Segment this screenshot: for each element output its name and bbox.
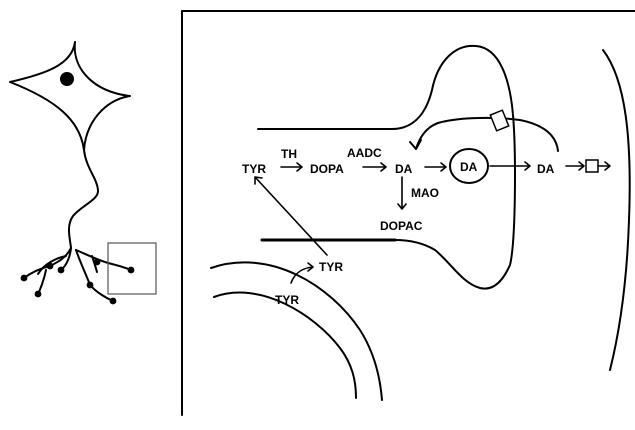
terminal-bouton — [47, 263, 54, 270]
capillary-outer-wall — [211, 262, 382, 400]
terminal-branch — [90, 285, 113, 301]
magnified-terminal-panel: TYR TH DOPA AADC DA DA DA MAO DOPAC TYR … — [182, 11, 635, 415]
label-tyr-blood: TYR — [275, 293, 299, 307]
arrow-da-to-receptor — [566, 162, 584, 170]
terminal-bouton — [58, 267, 65, 274]
label-da-released: DA — [537, 162, 555, 176]
reuptake-pathway — [416, 118, 558, 151]
arrow-da-to-dopac — [398, 177, 406, 209]
arrow-vesicle-release — [490, 162, 530, 170]
terminal-bouton — [110, 298, 117, 305]
neuron-overview — [10, 42, 156, 304]
arrow-tyr-to-dopa — [281, 163, 302, 171]
label-tyr: TYR — [242, 162, 266, 176]
dopamine-transporter — [490, 110, 508, 131]
arrow-dopa-to-da — [363, 163, 386, 171]
label-mao: MAO — [411, 186, 439, 200]
postsynaptic-membrane — [603, 50, 630, 370]
neuron-soma — [10, 42, 130, 150]
panel-border — [182, 11, 635, 415]
arrow-tyr-transport — [255, 177, 327, 255]
postsynaptic-receptor — [586, 160, 598, 172]
neuron-axon — [69, 150, 98, 248]
label-dopac: DOPAC — [380, 219, 423, 233]
label-dopa: DOPA — [310, 162, 344, 176]
terminal-bouton — [87, 282, 94, 289]
terminal-bouton — [94, 259, 101, 266]
label-tyr-uptake: TYR — [319, 260, 343, 274]
reuptake-arrowhead — [410, 140, 421, 149]
label-aadc: AADC — [347, 146, 382, 160]
label-th: TH — [281, 147, 297, 161]
soma-nucleus — [60, 72, 74, 86]
terminal-bouton — [21, 275, 28, 282]
terminal-bouton — [35, 291, 42, 298]
terminal-branch — [76, 250, 131, 270]
capillary-inner-wall — [214, 293, 356, 398]
arrow-receptor-signal — [598, 162, 610, 170]
arrow-da-to-vesicle — [425, 163, 446, 171]
label-da-cytosol: DA — [395, 162, 413, 176]
label-da-vesicle: DA — [460, 160, 478, 174]
terminal-bouton — [128, 267, 135, 274]
